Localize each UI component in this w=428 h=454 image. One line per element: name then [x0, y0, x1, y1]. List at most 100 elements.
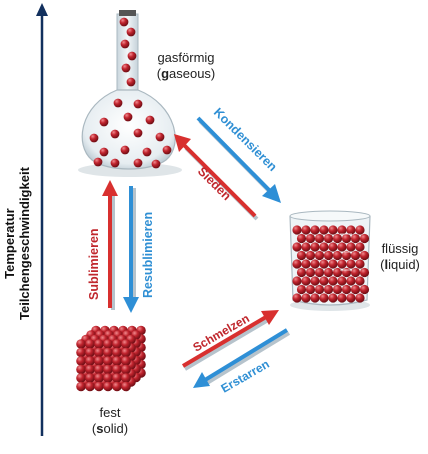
- particle: [126, 27, 136, 37]
- particle: [121, 356, 131, 366]
- particle: [119, 17, 129, 27]
- particle: [103, 339, 113, 349]
- boiling-label: Sieden: [195, 164, 234, 203]
- particle: [162, 145, 172, 155]
- particle: [337, 259, 347, 269]
- particle: [85, 356, 95, 366]
- gas-state-label: gasförmig (gaseous): [146, 50, 226, 82]
- particle: [350, 250, 361, 261]
- particle: [121, 347, 131, 358]
- particle: [305, 250, 316, 261]
- particle: [319, 225, 329, 235]
- particle: [355, 259, 365, 269]
- particle: [355, 293, 365, 303]
- particle: [301, 293, 311, 303]
- particle: [76, 347, 86, 358]
- particle: [103, 356, 113, 366]
- particle: [346, 276, 356, 286]
- particle: [94, 356, 104, 366]
- particle: [133, 128, 143, 138]
- particle: [319, 259, 329, 269]
- gas-english: (gaseous): [156, 66, 216, 81]
- particle: [121, 63, 131, 73]
- particle: [99, 147, 109, 157]
- particle: [337, 225, 347, 235]
- particle: [110, 129, 120, 139]
- particle: [319, 276, 329, 286]
- particle: [296, 267, 307, 278]
- particle: [346, 293, 356, 303]
- particle: [94, 364, 104, 375]
- solid-name: fest: [99, 405, 121, 420]
- particle: [121, 364, 131, 375]
- particle: [350, 267, 361, 278]
- particle: [341, 233, 352, 244]
- particle: [328, 293, 338, 303]
- particle: [121, 373, 131, 383]
- resublimation-label: Resublimieren: [141, 212, 155, 298]
- particle: [112, 381, 122, 392]
- flask-gas: [78, 10, 182, 177]
- particle: [359, 267, 370, 278]
- particle: [112, 373, 122, 383]
- particle: [103, 373, 113, 383]
- particle: [323, 284, 334, 295]
- melting-arrow: [181, 310, 279, 371]
- particle: [126, 77, 136, 87]
- particle: [127, 51, 137, 61]
- particle: [319, 242, 329, 252]
- particle: [359, 250, 370, 261]
- particle: [85, 339, 95, 349]
- particle: [113, 98, 123, 108]
- sublimation-arrow: [102, 180, 118, 310]
- particle: [341, 267, 352, 278]
- particle: [332, 233, 343, 244]
- particle: [133, 158, 143, 168]
- particle: [76, 339, 86, 349]
- particle: [301, 225, 311, 235]
- particle: [319, 293, 329, 303]
- particle: [112, 339, 122, 349]
- particle: [292, 293, 302, 303]
- particle: [85, 364, 95, 375]
- particle: [359, 284, 370, 295]
- particle: [292, 242, 302, 252]
- particle: [292, 225, 302, 235]
- particle: [355, 242, 365, 252]
- particle: [142, 147, 152, 157]
- particle: [328, 225, 338, 235]
- boiling-arrow: [174, 134, 259, 221]
- particle: [346, 242, 356, 252]
- particle: [301, 259, 311, 269]
- axis-title-line2: Teilchengeschwindigkeit: [17, 167, 32, 320]
- condensing-arrow: [196, 116, 281, 203]
- liquid-state-label: flüssig (liquid): [372, 241, 428, 273]
- particle: [323, 233, 334, 244]
- temperature-axis: [36, 3, 48, 436]
- particle: [292, 276, 302, 286]
- particle: [76, 381, 86, 392]
- particle: [328, 242, 338, 252]
- particle: [155, 132, 165, 142]
- particle: [346, 259, 356, 269]
- particle: [328, 276, 338, 286]
- particle: [296, 284, 307, 295]
- particle: [350, 284, 361, 295]
- particle: [301, 276, 311, 286]
- particle: [314, 233, 325, 244]
- liquid-particles: [292, 225, 370, 303]
- particle: [350, 233, 361, 244]
- particle: [76, 373, 86, 383]
- freezing-arrow: [193, 328, 291, 388]
- particle: [332, 250, 343, 261]
- gas-particles: [89, 17, 172, 169]
- particle: [323, 250, 334, 261]
- particle: [310, 293, 320, 303]
- particle: [121, 339, 131, 349]
- particle: [359, 233, 370, 244]
- particle: [94, 339, 104, 349]
- particle: [314, 284, 325, 295]
- solid-english: (solid): [91, 421, 129, 436]
